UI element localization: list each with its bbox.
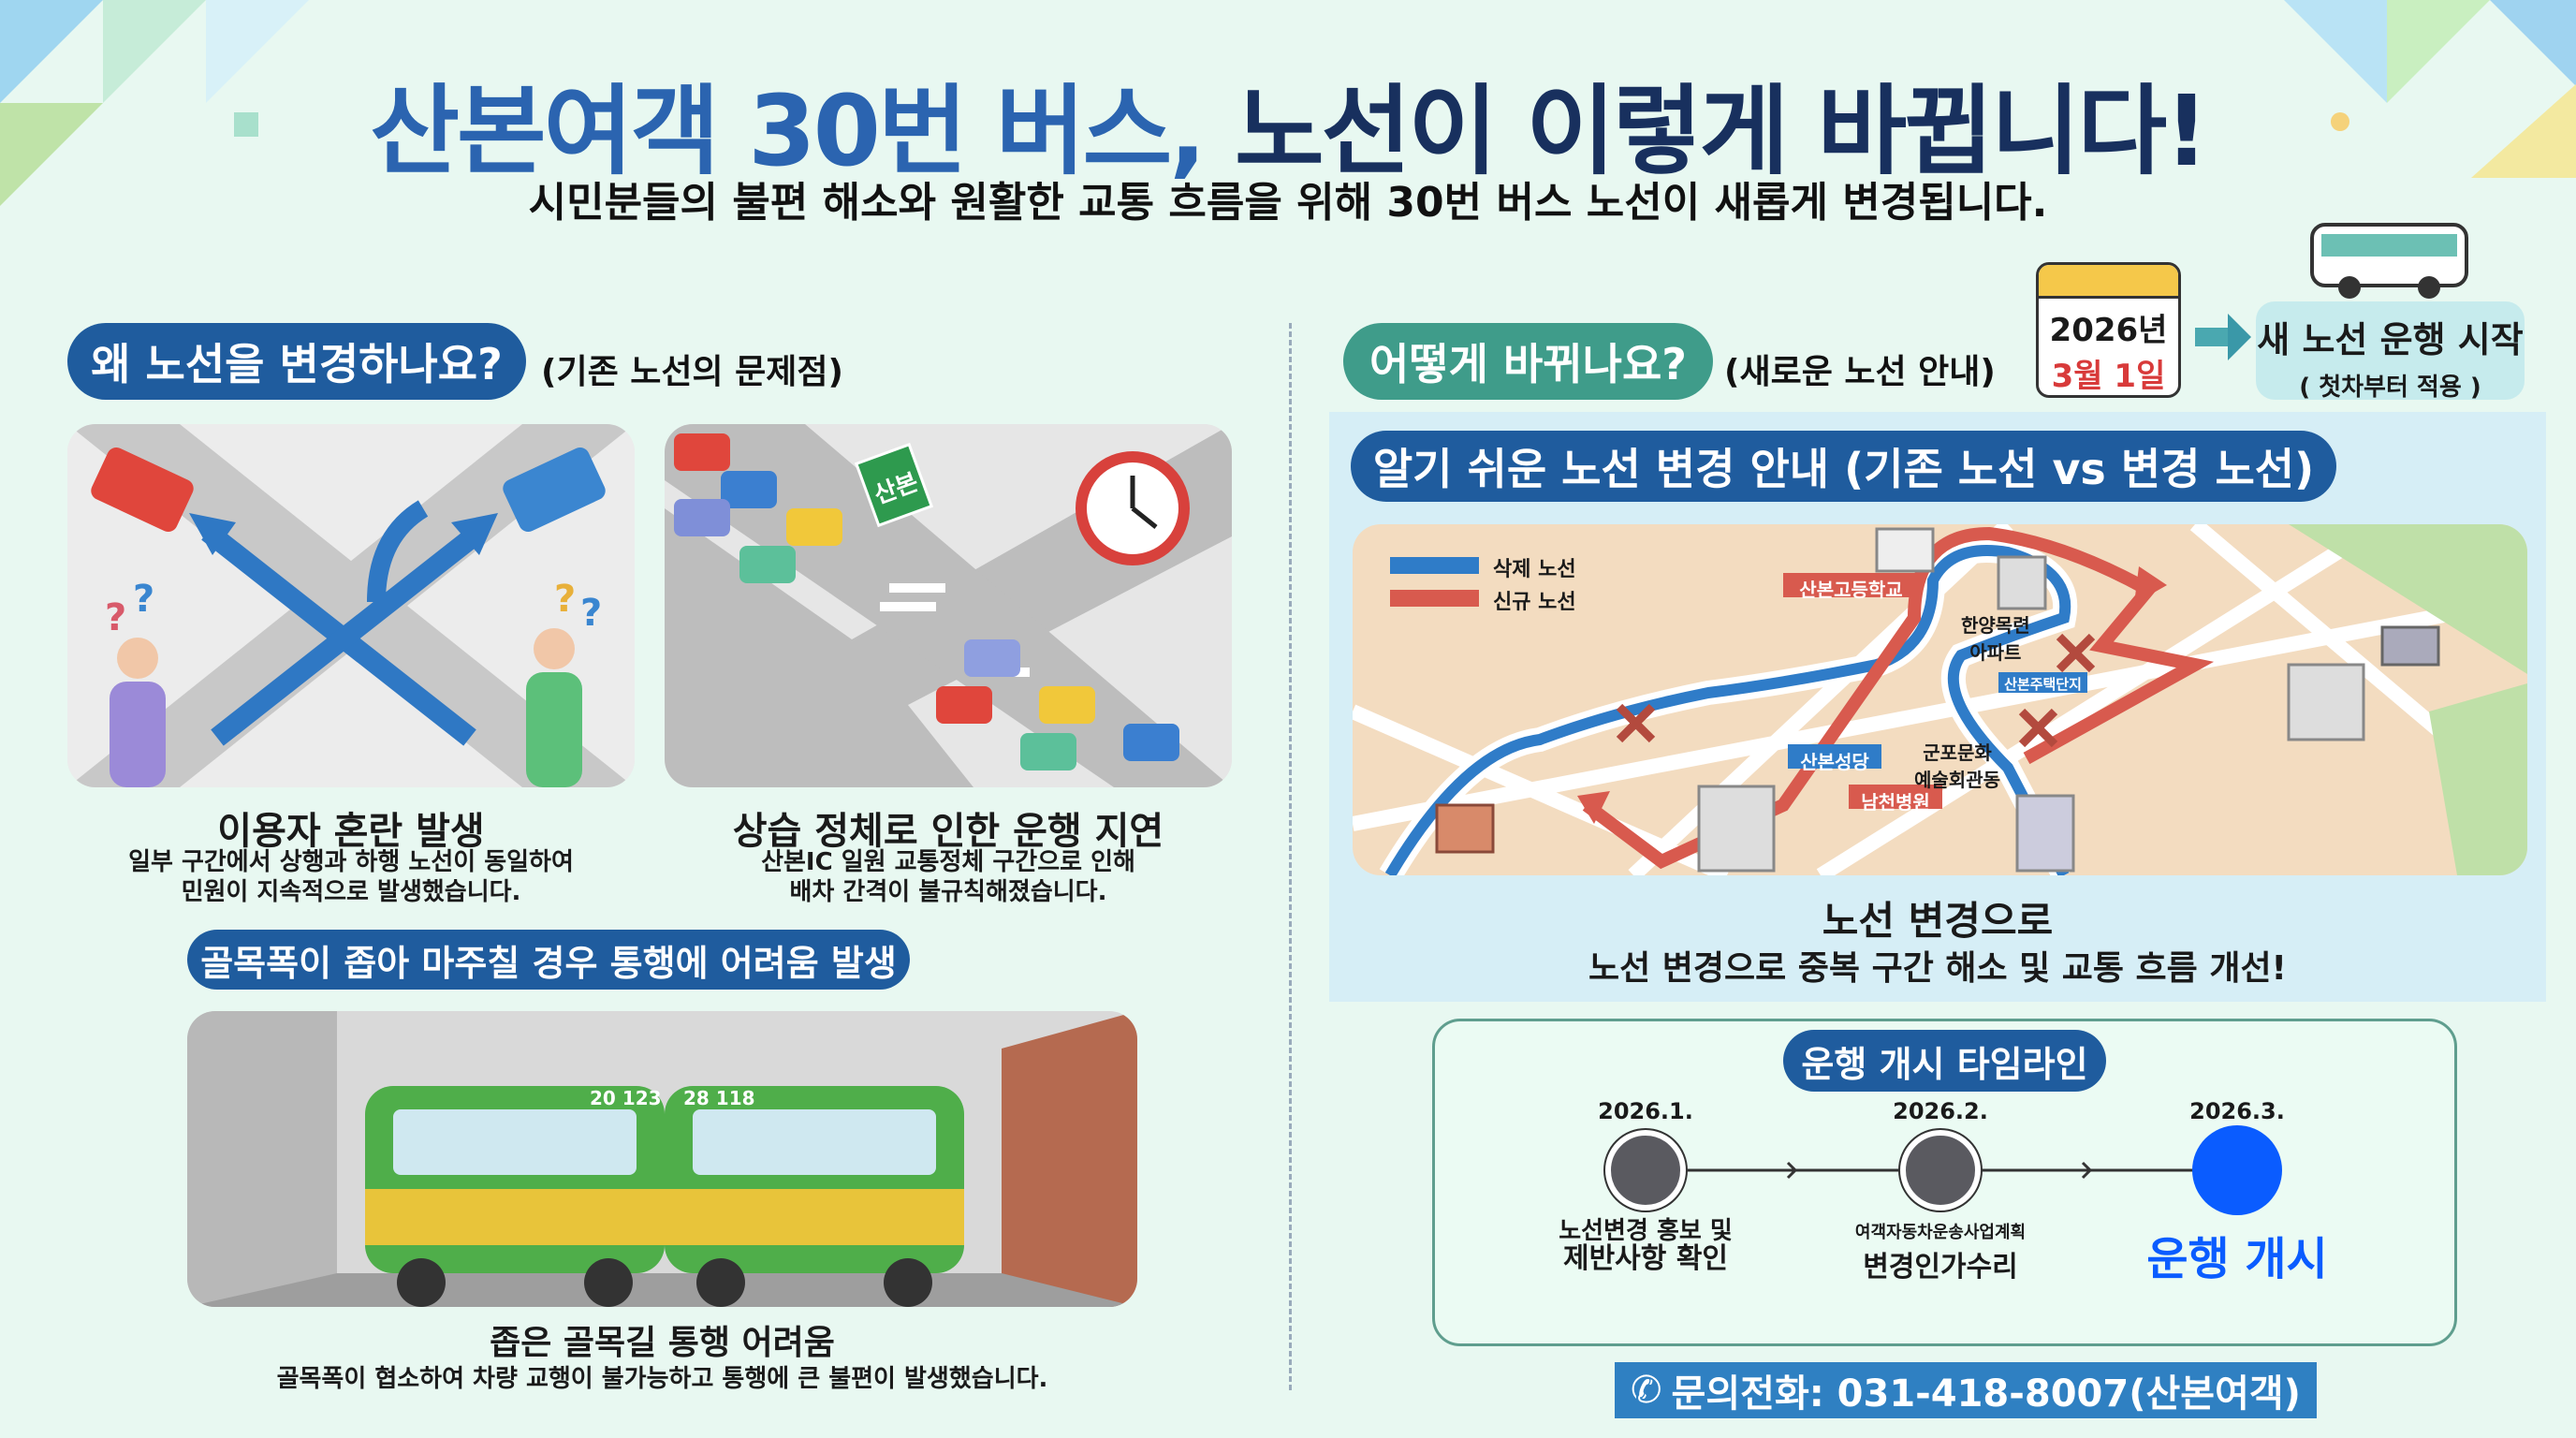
timeline-date: 2026.3. (2189, 1098, 2285, 1124)
svg-text:?: ? (554, 578, 576, 621)
svg-text:?: ? (133, 578, 154, 621)
timeline-dot (1605, 1130, 1686, 1211)
title-part1: 산본여객 30번 버스, (370, 74, 1206, 188)
why-pill: 왜 노선을 변경하나요? (67, 323, 526, 400)
section-divider (1289, 323, 1292, 1390)
label-line: 한양목련 (1961, 614, 2030, 637)
contact-text: 문의전화: 031-418-8007(산본여객) (1671, 1372, 2301, 1416)
phone-icon: ✆ (1631, 1369, 1662, 1412)
alley-title: 좁은 골목길 통행 어려움 (490, 1324, 835, 1362)
bus-icon (2310, 223, 2468, 299)
desc-line: 일부 구간에서 상행과 하행 노선이 동일하여 (128, 848, 574, 876)
label-school: 산본고등학교 (1799, 579, 1903, 601)
map-caption-1: 노선 변경으로 (1822, 898, 2054, 944)
confusion-title: 이용자 혼란 발생 (217, 810, 485, 853)
congestion-title: 상습 정체로 인한 운행 지연 (732, 810, 1164, 853)
contact-bar[interactable]: ✆문의전화: 031-418-8007(산본여객) (1615, 1362, 2317, 1418)
alley-desc: 골목폭이 협소하여 차량 교행이 불가능하고 통행에 큰 불편이 발생했습니다. (276, 1365, 1048, 1393)
label-hospital: 남천병원 (1861, 791, 1930, 814)
page-subtitle: 시민분들의 불편 해소와 원활한 교통 흐름을 위해 30번 버스 노선이 새롭… (528, 179, 2048, 227)
timeline-step-3: 운행 개시 (2146, 1233, 2328, 1285)
step-line: 여객자동차운송사업계획 (1854, 1223, 2027, 1242)
desc-line: 배차 간격이 불규칙해졌습니다. (789, 878, 1107, 906)
timeline-date: 2026.1. (1598, 1098, 1693, 1124)
start-sub: ( 첫차부터 적용 ) (2299, 374, 2481, 402)
how-sub: (새로운 노선 안내) (1724, 353, 1996, 391)
step-line: 노선변경 홍보 및 (1559, 1217, 1733, 1245)
timeline-dot-active (2192, 1125, 2282, 1215)
map-caption-2: 노선 변경으로 중복 구간 해소 및 교통 흐름 개선! (1588, 949, 2287, 988)
svg-text:?: ? (105, 596, 126, 639)
how-pill: 어떻게 바뀌나요? (1343, 323, 1713, 400)
arrow-right-icon (2195, 314, 2251, 360)
bus-number: 28 118 (683, 1087, 755, 1109)
alley-illustration: 20 123 28 118 (187, 1011, 1137, 1307)
new-route-start-box: 새 노선 운행 시작 ( 첫차부터 적용 ) (2256, 301, 2525, 402)
label-line: 군포문화 (1923, 741, 1992, 764)
label-line: 아파트 (1969, 641, 2022, 664)
legend-new-route: 신규 노선 (1493, 591, 1576, 614)
timeline-dot (1900, 1130, 1981, 1211)
timeline-pill: 운행 개시 타임라인 (1783, 1030, 2106, 1092)
bus-number: 20 123 (590, 1087, 662, 1109)
timeline-date: 2026.2. (1893, 1098, 1988, 1124)
label-housing: 산본주택단지 (2004, 676, 2082, 693)
calendar-year: 2026년 (2049, 312, 2168, 349)
label-church: 산본성당 (1800, 751, 1869, 773)
desc-line: 민원이 지속적으로 발생했습니다. (181, 878, 521, 906)
legend-deleted-route: 삭제 노선 (1493, 558, 1576, 581)
confusion-illustration: ?? ?? (67, 424, 635, 787)
alley-pill: 골목폭이 좁아 마주칠 경우 통행에 어려움 발생 (187, 930, 910, 990)
corner-decoration-right (2284, 0, 2576, 178)
calendar-date: 3월 1일 (2051, 358, 2166, 395)
timeline-track (1603, 1125, 2282, 1215)
page-title: 산본여객 30번 버스, 노선이 이렇게 바뀝니다! (0, 51, 2576, 193)
corner-decoration-left (0, 0, 309, 206)
desc-line: 산본IC 일원 교통정체 구간으로 인해 (761, 848, 1135, 876)
why-sub: (기존 노선의 문제점) (541, 353, 843, 391)
congestion-illustration: 산본 (665, 424, 1232, 787)
start-title: 새 노선 운행 시작 (2257, 319, 2524, 360)
title-part2: 노선이 이렇게 바뀝니다! (1203, 74, 2209, 188)
step-line: 변경인가수리 (1863, 1251, 2018, 1284)
svg-text:?: ? (580, 592, 602, 635)
label-line: 예술회관동 (1914, 769, 2000, 791)
calendar-icon: 2026년 3월 1일 (2036, 262, 2181, 398)
map-pill: 알기 쉬운 노선 변경 안내 (기존 노선 vs 변경 노선) (1351, 431, 2336, 502)
step-line: 제반사항 확인 (1562, 1242, 1729, 1275)
